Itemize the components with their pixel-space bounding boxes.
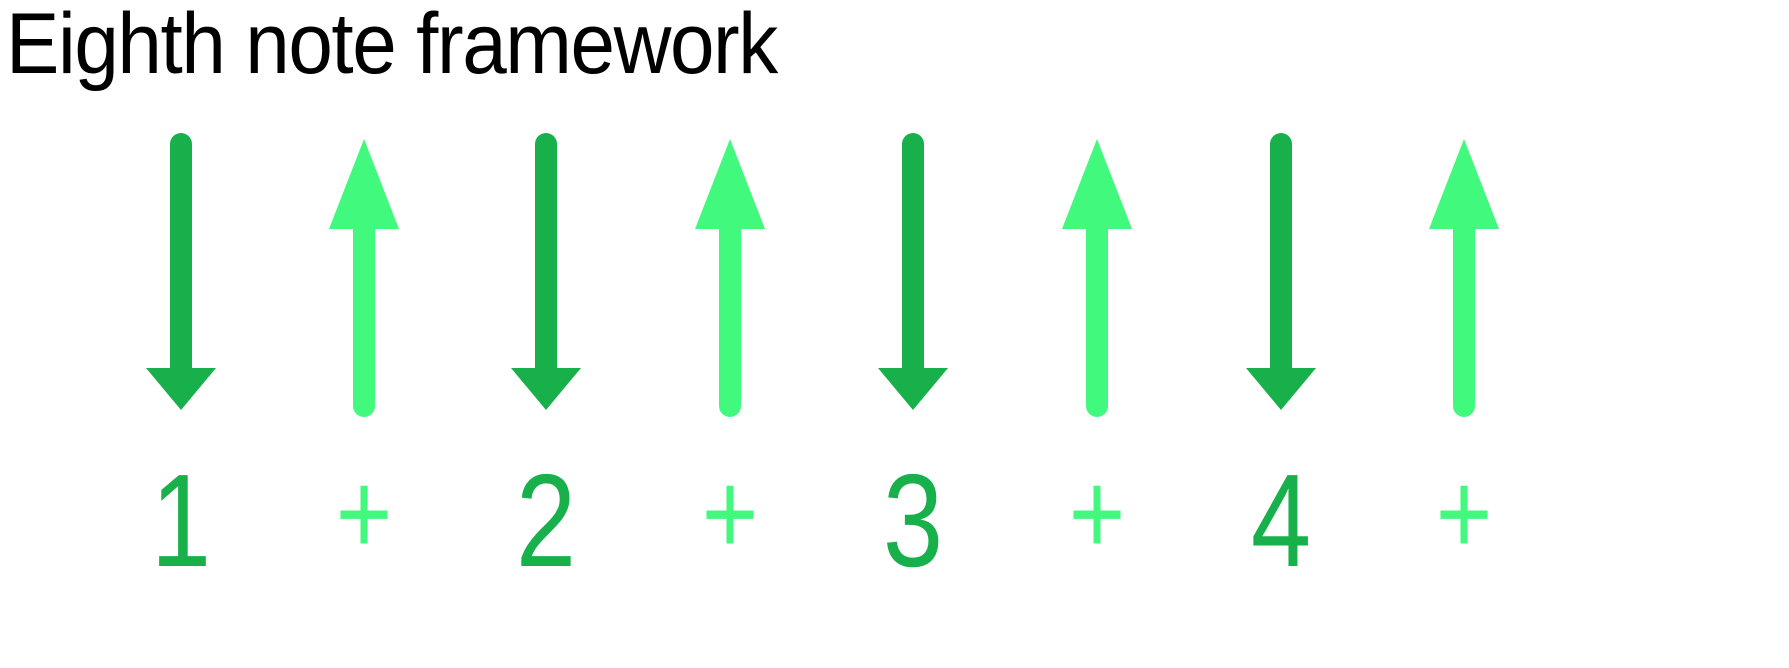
beat-number-label: 1 — [150, 447, 212, 594]
strum-arrow-4-up[interactable] — [670, 125, 790, 425]
arrow-up-icon — [329, 139, 399, 417]
beat-count-row: 1 +2 +3 +4 + — [0, 455, 1789, 668]
beat-count-6: + — [1037, 455, 1157, 668]
arrow-up-icon — [695, 139, 765, 417]
beat-count-8: + — [1404, 455, 1524, 668]
strum-arrow-row — [0, 125, 1789, 425]
beat-number-label: 4 — [1250, 447, 1312, 594]
strum-arrow-5-down[interactable] — [853, 125, 973, 425]
strum-arrow-1-down[interactable] — [121, 125, 241, 425]
offbeat-plus-label: + — [1068, 448, 1126, 580]
arrow-up-icon — [1429, 139, 1499, 417]
strum-arrow-3-down[interactable] — [486, 125, 606, 425]
strum-arrow-8-up[interactable] — [1404, 125, 1524, 425]
beat-count-1: 1 — [121, 455, 241, 668]
strum-arrow-7-down[interactable] — [1221, 125, 1341, 425]
beat-number-label: 3 — [882, 447, 944, 594]
offbeat-plus-label: + — [701, 448, 759, 580]
arrow-down-icon — [146, 133, 216, 410]
offbeat-plus-label: + — [1435, 448, 1493, 580]
beat-count-5: 3 — [853, 455, 973, 668]
beat-count-4: + — [670, 455, 790, 668]
arrow-up-icon — [1062, 139, 1132, 417]
beat-count-3: 2 — [486, 455, 606, 668]
beat-count-2: + — [304, 455, 424, 668]
offbeat-plus-label: + — [335, 448, 393, 580]
page-title: Eighth note framework — [6, 0, 778, 92]
arrow-down-icon — [511, 133, 581, 410]
arrow-down-icon — [1246, 133, 1316, 410]
strum-arrow-2-up[interactable] — [304, 125, 424, 425]
arrow-down-icon — [878, 133, 948, 410]
beat-number-label: 2 — [515, 447, 577, 594]
beat-count-7: 4 — [1221, 455, 1341, 668]
strum-arrow-6-up[interactable] — [1037, 125, 1157, 425]
